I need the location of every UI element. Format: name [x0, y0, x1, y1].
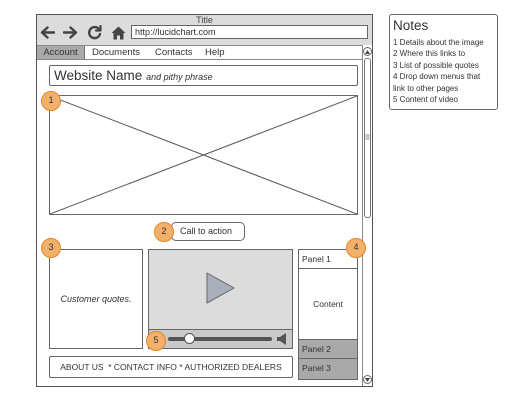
menu-item-account[interactable]: Account [37, 46, 85, 59]
annotation-badge-3: 3 [41, 238, 61, 258]
note-line: 3 List of possible quotes [393, 60, 479, 70]
image-placeholder [49, 95, 358, 215]
annotation-badge-2: 2 [154, 222, 174, 242]
url-field[interactable]: http://lucidchart.com [131, 25, 368, 39]
note-line: 1 Details about the image [393, 38, 484, 47]
home-icon[interactable] [109, 24, 127, 41]
scroll-up-icon[interactable] [363, 47, 372, 56]
note-line: 4 Drop down menus that [393, 72, 481, 82]
annotation-badge-5: 5 [146, 331, 166, 351]
site-title[interactable]: Website Name and pithy phrase [54, 67, 213, 86]
panel-1[interactable]: Panel 1 [299, 250, 357, 269]
scrollbar-thumb[interactable] [364, 58, 371, 218]
annotation-badge-1: 1 [41, 91, 61, 111]
back-arrow-icon[interactable] [39, 24, 56, 41]
forward-arrow-icon[interactable] [62, 24, 79, 41]
notes-title: Notes [393, 18, 429, 33]
panel-3[interactable]: Panel 3 [299, 359, 357, 379]
menu-item-help[interactable]: Help [205, 47, 225, 58]
site-header [49, 65, 358, 86]
video-progress-track[interactable] [168, 337, 272, 341]
video-progress-knob[interactable] [184, 333, 196, 344]
footer-links[interactable]: ABOUT US * CONTACT INFO * AUTHORIZED DEA… [49, 356, 293, 378]
call-to-action-button[interactable]: Call to action [171, 222, 245, 241]
menu-bar [37, 45, 362, 60]
menu-item-contacts[interactable]: Contacts [155, 47, 193, 58]
site-name: Website Name [54, 68, 143, 83]
speaker-icon[interactable] [277, 333, 289, 345]
panel-content: Content [299, 269, 357, 339]
note-line: 2 Where this links to [393, 49, 466, 59]
menu-item-documents[interactable]: Documents [92, 47, 141, 58]
site-tagline: and pithy phrase [146, 72, 213, 82]
quotes-text: Customer quotes. [60, 294, 132, 304]
notes-box: Notes 1 Details about the image 2 Where … [389, 14, 498, 110]
play-icon[interactable] [206, 272, 236, 304]
note-line: link to other pages [393, 83, 459, 93]
scroll-down-icon[interactable] [363, 375, 372, 384]
annotation-badge-4: 4 [346, 238, 366, 258]
footer-text: ABOUT US * CONTACT INFO * AUTHORIZED DEA… [60, 362, 282, 372]
refresh-icon[interactable] [86, 24, 103, 41]
customer-quotes-box: Customer quotes. [49, 249, 143, 349]
panel-2[interactable]: Panel 2 [299, 339, 357, 359]
note-line: 5 Content of video [393, 95, 458, 105]
window-title: Title [196, 15, 213, 25]
